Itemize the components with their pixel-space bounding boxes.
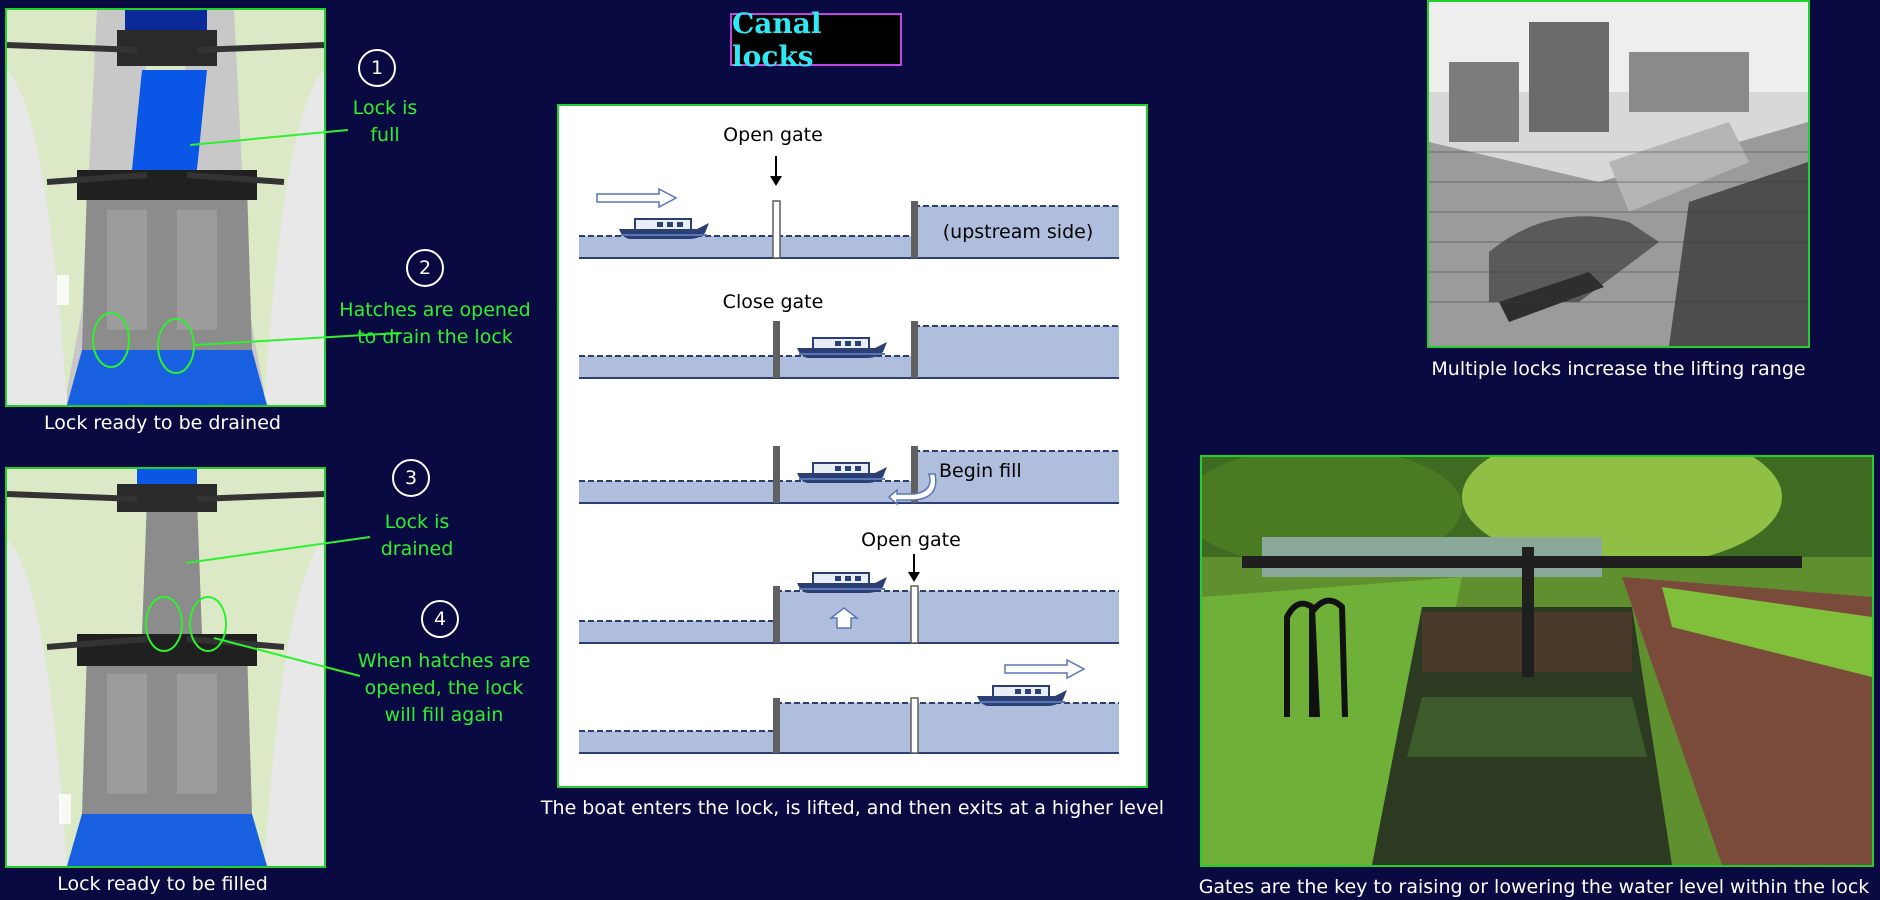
step-2-number: 2 bbox=[406, 249, 444, 287]
engraving-multiple-locks bbox=[1427, 0, 1810, 348]
lock-illustration-2 bbox=[7, 469, 324, 866]
label-upstream-side: (upstream side) bbox=[943, 221, 1093, 243]
direction-arrow-right bbox=[596, 187, 678, 209]
step-1-line-1: Lock is bbox=[352, 97, 418, 119]
lock-sequence-svg: Open gate (upstream side) Close gate bbox=[579, 124, 1119, 754]
gate-upper-open bbox=[910, 585, 919, 644]
title-box: Canal locks bbox=[730, 7, 902, 73]
step-4-line-2: opened, the lock bbox=[364, 677, 524, 699]
label-open-gate-2: Open gate bbox=[861, 529, 961, 551]
step-4-number: 4 bbox=[421, 600, 459, 638]
stage-2-close: Close gate bbox=[579, 291, 1119, 379]
photo-lock-gates bbox=[1200, 455, 1874, 867]
stage-3-fill: Begin fill bbox=[579, 446, 1119, 506]
step-2-text: Hatches are opened to drain the lock bbox=[335, 297, 535, 351]
step-2-line-2: to drain the lock bbox=[357, 326, 513, 348]
step-3-number: 3 bbox=[392, 459, 430, 497]
lock-illustration-1 bbox=[7, 10, 324, 405]
page-title: Canal locks bbox=[732, 6, 822, 73]
step-4-line-1: When hatches are bbox=[357, 650, 531, 672]
step-4-line-3: will fill again bbox=[384, 704, 504, 726]
step-1-line-2: full bbox=[370, 124, 400, 146]
engraving-image bbox=[1429, 2, 1808, 346]
stage-1-enter: Open gate (upstream side) bbox=[579, 124, 1119, 259]
lock-gates-photo bbox=[1202, 457, 1872, 865]
lock-view-2-caption: Lock ready to be filled bbox=[57, 873, 268, 895]
label-open-gate-1: Open gate bbox=[723, 124, 823, 146]
lock-view-filled-illustration bbox=[5, 467, 326, 868]
direction-arrow-exit bbox=[1004, 658, 1086, 680]
gate-upper-closed bbox=[911, 201, 918, 258]
step-4-text: When hatches are opened, the lock will f… bbox=[349, 648, 539, 729]
step-3-line-2: drained bbox=[380, 538, 454, 560]
gate-lower-closed bbox=[773, 321, 780, 378]
rise-arrow bbox=[828, 607, 860, 629]
lock-sequence-diagram: Open gate (upstream side) Close gate bbox=[557, 104, 1148, 788]
step-1-number: 1 bbox=[358, 49, 396, 87]
fill-flow-arrow bbox=[887, 473, 937, 506]
lock-view-drained-illustration bbox=[5, 8, 326, 407]
label-begin-fill: Begin fill bbox=[939, 460, 1022, 482]
step-1-text: Lock is full bbox=[325, 95, 445, 149]
sequence-caption: The boat enters the lock, is lifted, and… bbox=[540, 797, 1165, 819]
label-close-gate: Close gate bbox=[723, 291, 824, 313]
lock-view-1-caption: Lock ready to be drained bbox=[44, 412, 281, 434]
step-2-line-1: Hatches are opened bbox=[339, 299, 531, 321]
step-3-line-1: Lock is bbox=[384, 511, 450, 533]
step-3-text: Lock is drained bbox=[357, 509, 477, 563]
stage-4-raised: Open gate bbox=[579, 529, 1119, 644]
photo-caption: Gates are the key to raising or lowering… bbox=[1198, 876, 1870, 898]
gate-upper-closed bbox=[911, 321, 918, 378]
gate-lower-open bbox=[772, 200, 781, 259]
engraving-caption: Multiple locks increase the lifting rang… bbox=[1431, 358, 1806, 380]
stage-5-exit bbox=[579, 658, 1119, 754]
